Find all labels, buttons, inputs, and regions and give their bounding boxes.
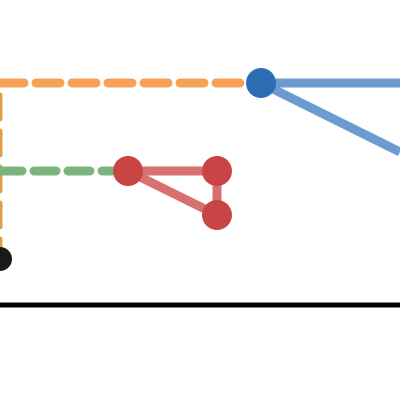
black-node[interactable] [0, 247, 12, 271]
red-link-1-3 [126, 166, 219, 220]
links-layer [0, 78, 400, 308]
blue-node[interactable] [246, 68, 276, 98]
nodes-layer [0, 68, 276, 271]
blue-link-diagonal [258, 78, 400, 157]
red-node-1[interactable] [113, 156, 143, 186]
red-node-3[interactable] [202, 200, 232, 230]
red-node-2[interactable] [202, 156, 232, 186]
